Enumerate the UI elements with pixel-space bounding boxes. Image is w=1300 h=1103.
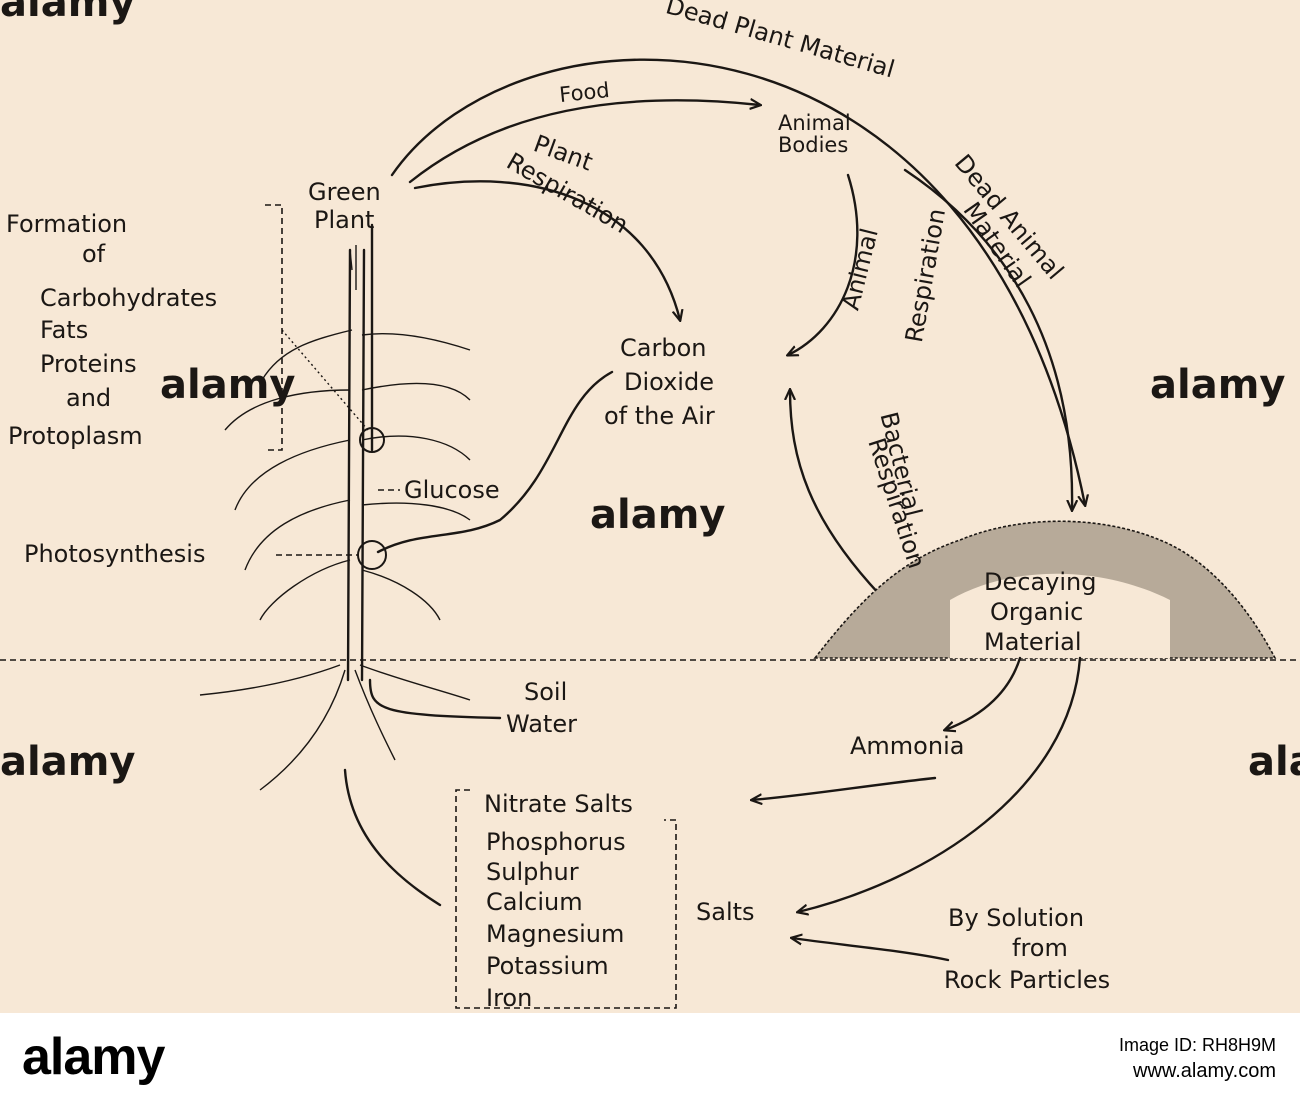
- label-by-solution-3: Rock Particles: [944, 966, 1110, 994]
- label-carbon-3: of the Air: [604, 402, 715, 430]
- watermark: alamy: [1150, 362, 1285, 408]
- line-co2-to-plant: [376, 370, 614, 554]
- label-nitrate-salts: Nitrate Salts: [484, 790, 633, 818]
- label-formation-2: of: [82, 240, 106, 268]
- label-potassium: Potassium: [486, 952, 609, 980]
- alamy-logo[interactable]: alamy: [22, 1028, 165, 1086]
- salts-bracket: [455, 789, 677, 1009]
- label-formation-3: Carbohydrates: [40, 284, 217, 312]
- label-carbon-2: Dioxide: [624, 368, 714, 396]
- arrow-heap-to-ammonia: [945, 656, 1022, 730]
- stock-footer-bar: alamy Image ID: RH8H9M www.alamy.com: [0, 1013, 1300, 1103]
- label-calcium: Calcium: [486, 888, 583, 916]
- label-glucose: Glucose: [404, 476, 500, 504]
- label-animal-bodies-2: Bodies: [778, 133, 848, 157]
- label-by-solution-1: By Solution: [948, 904, 1084, 932]
- label-photosynthesis: Photosynthesis: [24, 540, 205, 568]
- arrow-heap-to-salts: [798, 656, 1082, 912]
- label-animal-respiration-2: Respiration: [900, 206, 951, 344]
- arrow-plant-respiration: [413, 180, 680, 320]
- label-decaying-3: Material: [984, 628, 1082, 656]
- label-green-plant-1: Green: [308, 178, 381, 206]
- label-sulphur: Sulphur: [486, 858, 579, 886]
- label-salts: Salts: [696, 898, 755, 926]
- label-decaying-1: Decaying: [984, 568, 1096, 596]
- green-plant-drawing: [199, 223, 502, 791]
- label-magnesium: Magnesium: [486, 920, 624, 948]
- arrow-dead-animal-material: [903, 168, 1072, 510]
- label-formation-4: Fats: [40, 316, 88, 344]
- footer-info: Image ID: RH8H9M www.alamy.com: [1119, 1033, 1276, 1085]
- arrow-dead-plant-material: [390, 58, 1085, 505]
- watermark: alamy: [0, 739, 135, 785]
- label-formation-7: Protoplasm: [8, 422, 143, 450]
- label-formation-5: Proteins: [40, 350, 137, 378]
- label-by-solution-2: from: [1012, 934, 1068, 962]
- label-animal-bodies-1: Animal: [778, 111, 851, 135]
- arrow-food: [408, 100, 760, 184]
- watermark: alamy: [160, 362, 295, 408]
- label-animal-respiration-1: Animal: [837, 225, 884, 312]
- label-carbon-1: Carbon: [620, 334, 706, 362]
- watermark: alamy: [590, 492, 725, 538]
- watermark: alamy: [0, 0, 135, 26]
- site-url[interactable]: www.alamy.com: [1133, 1060, 1276, 1082]
- label-decaying-2: Organic: [990, 598, 1083, 626]
- line-salts-to-root: [343, 768, 442, 907]
- arrow-rock-to-salts: [792, 938, 950, 962]
- label-green-plant-2: Plant: [314, 206, 374, 234]
- nutrient-cycle-diagram: Dead Plant Material Food Animal Bodies P…: [0, 0, 1300, 1013]
- label-phosphorus: Phosphorus: [486, 828, 626, 856]
- arrow-bacterial-respiration: [790, 390, 882, 597]
- label-iron: Iron: [486, 984, 532, 1012]
- arrow-ammonia-to-nitrate: [752, 776, 937, 800]
- arrow-animal-respiration: [788, 173, 859, 355]
- label-soil-water-2: Water: [506, 710, 577, 738]
- label-formation-1: Formation: [6, 210, 127, 238]
- formation-bracket: [265, 204, 283, 451]
- label-formation-6: and: [66, 384, 111, 412]
- label-ammonia: Ammonia: [850, 732, 964, 760]
- image-id: Image ID: RH8H9M: [1118, 1035, 1276, 1055]
- watermark: alamy: [1248, 739, 1300, 785]
- label-dead-plant-material: Dead Plant Material: [663, 0, 898, 83]
- label-food: Food: [558, 78, 611, 107]
- label-soil-water-1: Soil: [524, 678, 567, 706]
